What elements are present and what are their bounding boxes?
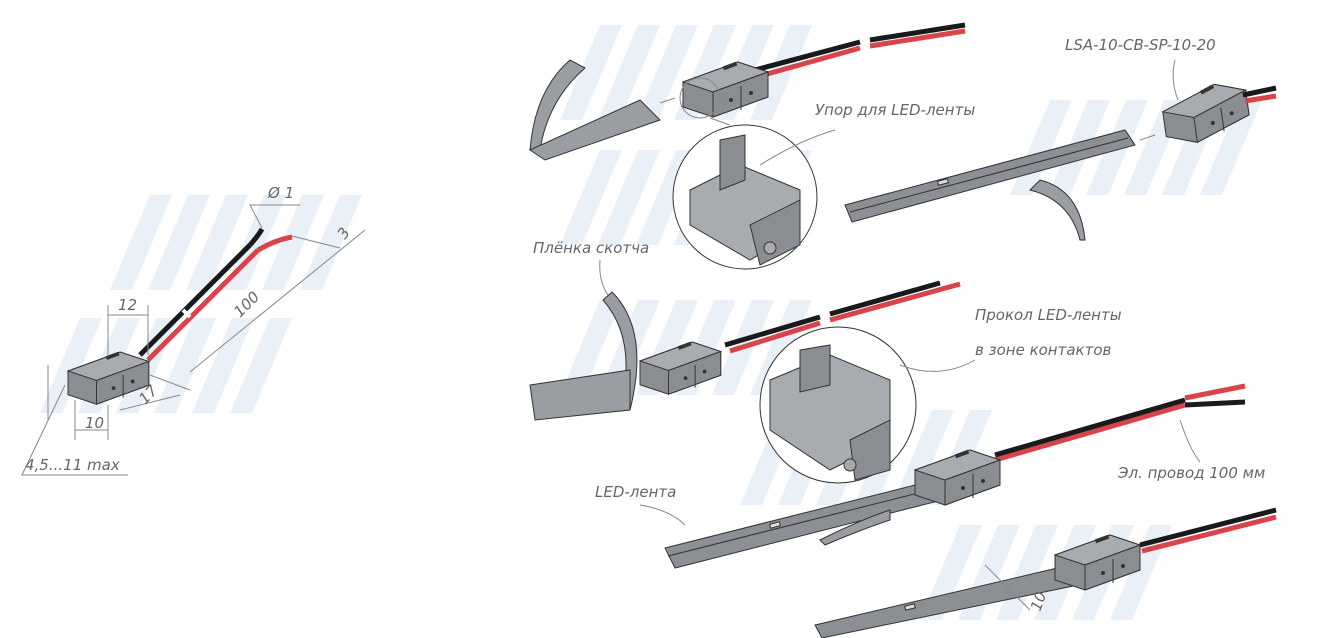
dim-width-bottom: 10 xyxy=(85,414,104,432)
step-3-assembled: Эл. провод 100 мм LED-лента 10 xyxy=(595,383,1277,638)
dim-height-range: 4,5...11 max xyxy=(25,456,120,474)
step-2-pierce: Плёнка скотча Прокол LED-ленты в зоне ко… xyxy=(529,239,1122,484)
step-1-attach: Упор для LED-ленты LSA-10-CB-SP-10-20 xyxy=(528,22,1277,270)
label-led-strip: LED-лента xyxy=(595,483,676,501)
label-model: LSA-10-CB-SP-10-20 xyxy=(1065,36,1216,54)
dim-width-top: 12 xyxy=(118,296,137,314)
label-wire: Эл. провод 100 мм xyxy=(1117,464,1265,482)
label-pierce-line2: в зоне контактов xyxy=(975,341,1112,359)
label-tape-film: Плёнка скотча xyxy=(533,239,649,257)
label-pierce-line1: Прокол LED-ленты xyxy=(975,306,1122,324)
dim-wire-diameter: Ø 1 xyxy=(267,184,294,202)
label-stop: Упор для LED-ленты xyxy=(815,101,975,119)
dim-wire-length: 100 xyxy=(230,288,263,321)
label-strip-width: 10 xyxy=(1027,589,1050,613)
